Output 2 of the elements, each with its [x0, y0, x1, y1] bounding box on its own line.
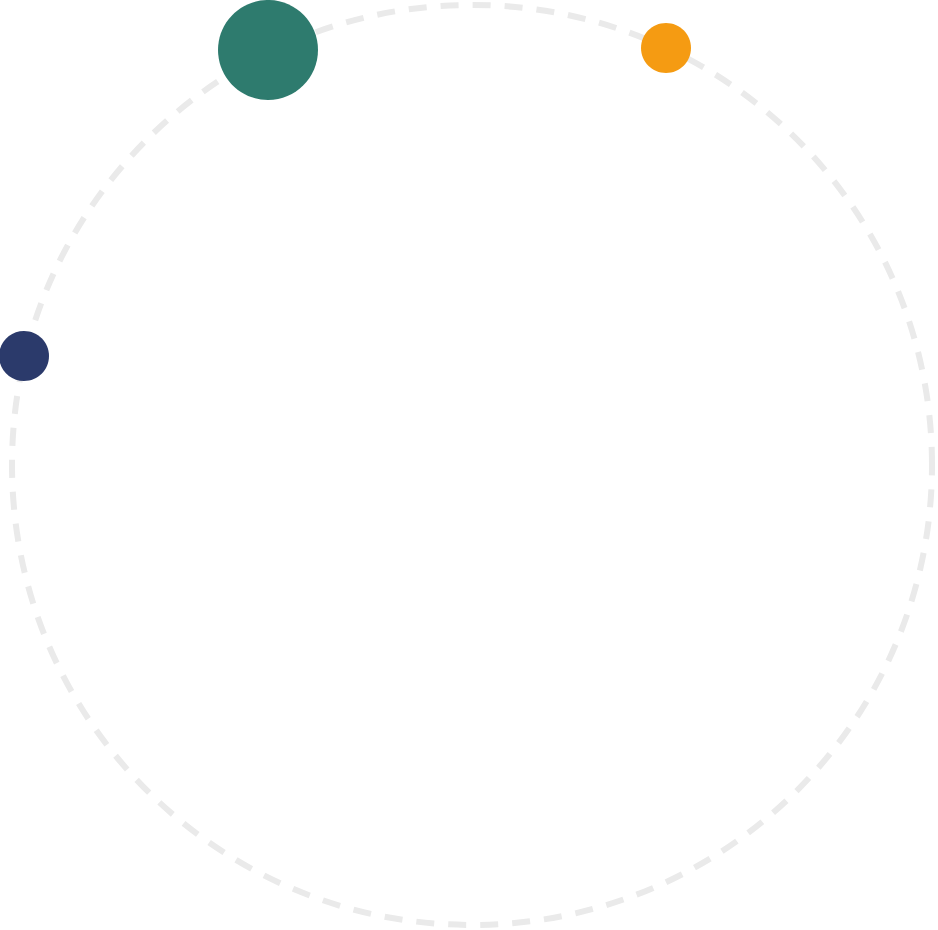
dot: [641, 23, 691, 73]
dot: [218, 0, 318, 100]
